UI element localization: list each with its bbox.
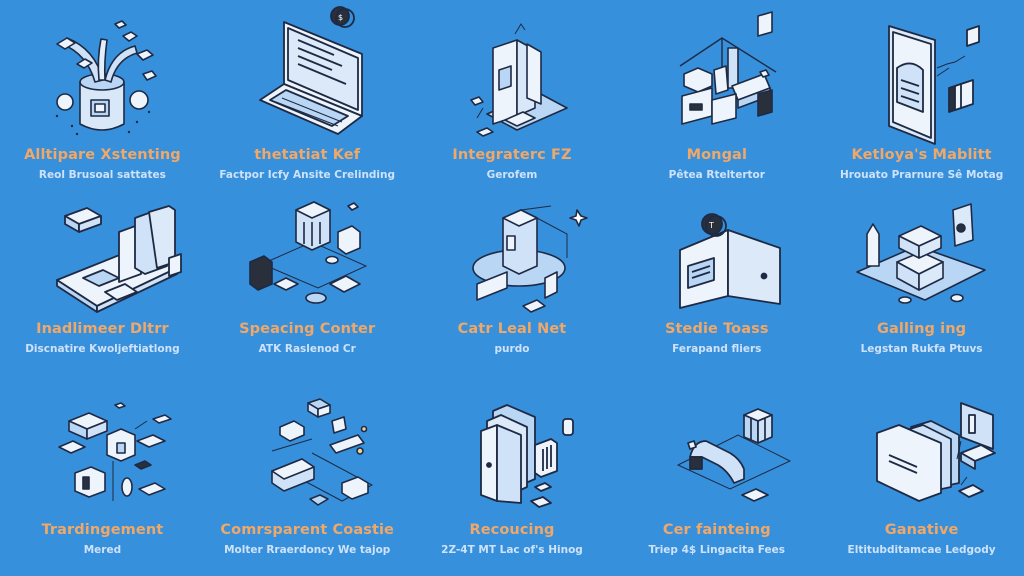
- tile-subtitle: Legstan Rukfa Ptuvs: [860, 343, 983, 355]
- tile-title: Speacing Conter: [239, 321, 376, 337]
- tile-subtitle: Reol Brusoal sattates: [38, 169, 166, 181]
- tile-14[interactable]: Cer fainteing Triep 4$ Lingacita Fees: [614, 371, 819, 576]
- tile-subtitle: Mered: [83, 544, 122, 556]
- svg-text:$: $: [338, 13, 343, 22]
- tile-title: Integraterc FZ: [452, 147, 572, 163]
- tile-subtitle: purdo: [494, 343, 530, 355]
- tile-2[interactable]: $ thetatiat Kef Factpor Icfy Ansite Crel…: [205, 0, 410, 188]
- tile-title: Comrsparent Coastie: [220, 522, 394, 538]
- tile-title: thetatiat Kef: [254, 147, 361, 163]
- tile-7[interactable]: Speacing Conter ATK Raslenod Cr: [205, 188, 410, 371]
- tile-title: Ganative: [884, 522, 959, 538]
- server-stack-icon: [427, 4, 597, 146]
- tile-13[interactable]: Recoucing 2Z-4T MT Lac of's Hinog: [410, 371, 615, 576]
- tile-8[interactable]: Catr Leal Net purdo: [410, 188, 615, 371]
- tile-11[interactable]: Trardingement Mered: [0, 371, 205, 576]
- tile-title: Ketloya's Mablitt: [851, 147, 992, 163]
- tile-10[interactable]: Galling ing Legstan Rukfa Ptuvs: [819, 188, 1024, 371]
- tile-subtitle: Triep 4$ Lingacita Fees: [648, 544, 786, 556]
- tile-15[interactable]: Ganative Eltitubditamcae Ledgody: [819, 371, 1024, 576]
- tile-subtitle: Pêtea Rteltertor: [668, 169, 765, 181]
- tile-title: Alltipare Xstenting: [24, 147, 181, 163]
- tile-subtitle: Hrouato Prarnure Sê Motag: [839, 169, 1004, 181]
- room-devices-icon: [632, 4, 802, 146]
- tile-title: Trardingement: [41, 522, 164, 538]
- cards-screen-icon: [837, 391, 1007, 521]
- tile-4[interactable]: Mongal Pêtea Rteltertor: [614, 0, 819, 188]
- scattered-blocks-icon: [17, 391, 187, 521]
- tile-title: Mongal: [686, 147, 748, 163]
- tile-title: Inadlimeer Dltrr: [36, 321, 169, 337]
- tile-title: Cer fainteing: [662, 522, 771, 538]
- tile-title: Catr Leal Net: [457, 321, 567, 337]
- tablet-document-icon: [837, 4, 1007, 146]
- stacked-boxes-icon: [837, 188, 1007, 320]
- tile-title: Galling ing: [877, 321, 967, 337]
- tile-title: Stedie Toass: [664, 321, 769, 337]
- tile-subtitle: Eltitubditamcae Ledgody: [847, 544, 996, 556]
- tile-12[interactable]: Comrsparent Coastie Molter Rraerdoncy We…: [205, 371, 410, 576]
- laptop-icon: $: [222, 4, 392, 146]
- tile-6[interactable]: Inadlimeer Dltrr Discnatire Kwoljeftiatl…: [0, 188, 205, 371]
- tile-9[interactable]: T Stedie Toass Ferapand fliers: [614, 188, 819, 371]
- tile-subtitle: 2Z-4T MT Lac of's Hinog: [441, 544, 583, 556]
- tile-3[interactable]: Integraterc FZ Gerofem: [410, 0, 615, 188]
- tile-5[interactable]: Ketloya's Mablitt Hrouato Prarnure Sê Mo…: [819, 0, 1024, 188]
- tile-subtitle: Factpor Icfy Ansite Crelinding: [219, 169, 396, 181]
- wallet-folder-icon: T: [632, 188, 802, 320]
- conveyor-giftbox-icon: [632, 391, 802, 521]
- binder-tray-icon: [17, 188, 187, 320]
- tile-subtitle: Gerofem: [486, 169, 538, 181]
- file-cabinet-icon: [427, 391, 597, 521]
- tile-1[interactable]: Alltipare Xstenting Reol Brusoal sattate…: [0, 0, 205, 188]
- paper-burst-cup-icon: [17, 4, 187, 146]
- tile-subtitle: Molter Rraerdoncy We tajop: [224, 544, 391, 556]
- network-hub-icon: [222, 188, 392, 320]
- tile-title: Recoucing: [469, 522, 555, 538]
- tile-subtitle: Discnatire Kwoljeftiatlong: [25, 343, 180, 355]
- tower-platform-icon: [427, 188, 597, 320]
- tile-subtitle: ATK Raslenod Cr: [258, 343, 356, 355]
- tile-subtitle: Ferapand fliers: [672, 343, 762, 355]
- modules-connect-icon: [222, 391, 392, 521]
- svg-text:T: T: [708, 221, 714, 230]
